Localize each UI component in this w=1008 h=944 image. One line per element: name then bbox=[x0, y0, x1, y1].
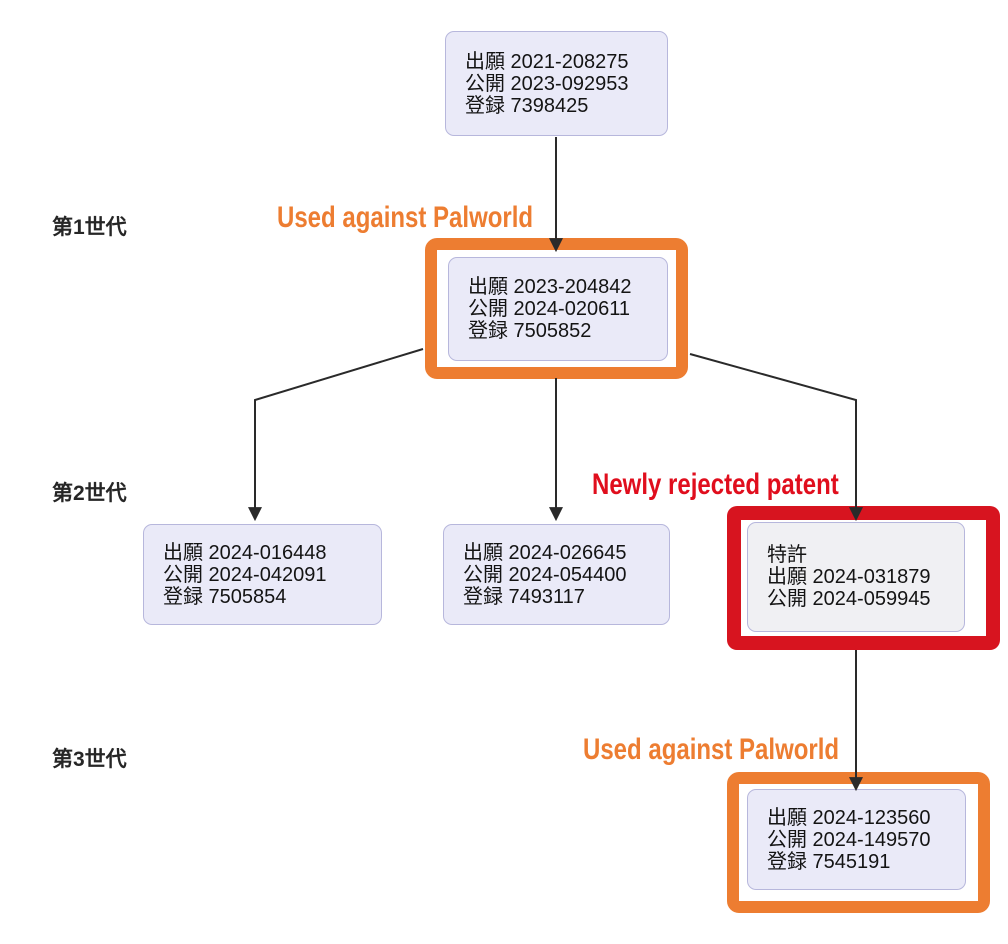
patent-node-gen2-left: 出願 2024-016448 公開 2024-042091 登録 7505854 bbox=[143, 524, 382, 625]
orange-highlight-gen1 bbox=[425, 238, 688, 379]
patent-node-root: 出願 2021-208275 公開 2023-092953 登録 7398425 bbox=[445, 31, 668, 136]
patent-line: 登録 7545191 bbox=[767, 850, 891, 873]
patent-line: 公開 2024-149570 bbox=[767, 828, 931, 851]
patent-line: 出願 2024-016448 bbox=[163, 541, 327, 564]
patent-line: 公開 2024-020611 bbox=[468, 298, 630, 320]
patent-line: 公開 2024-059945 bbox=[767, 588, 931, 610]
annotation-used-against-palworld-gen1: Used against Palworld bbox=[277, 201, 534, 234]
patent-line: 特許 bbox=[767, 544, 807, 566]
generation-label-3: 第3世代 bbox=[52, 748, 127, 771]
patent-line: 公開 2023-092953 bbox=[465, 72, 629, 95]
arrow-gen1-to-gen2-left bbox=[248, 348, 424, 522]
annotation-used-against-palworld-gen3: Used against Palworld bbox=[583, 733, 840, 766]
patent-line: 登録 7398425 bbox=[465, 94, 589, 117]
generation-label-2: 第2世代 bbox=[52, 482, 127, 505]
patent-line: 登録 7505854 bbox=[163, 585, 287, 608]
patent-line: 登録 7493117 bbox=[463, 585, 585, 608]
patent-line: 公開 2024-042091 bbox=[163, 563, 327, 586]
generation-label-1: 第1世代 bbox=[52, 216, 127, 239]
patent-line: 出願 2024-123560 bbox=[767, 806, 931, 829]
patent-line: 出願 2024-026645 bbox=[463, 541, 627, 564]
orange-highlight-gen3 bbox=[727, 772, 990, 913]
patent-line: 出願 2021-208275 bbox=[465, 50, 629, 73]
patent-node-gen1: 出願 2023-204842 公開 2024-020611 登録 7505852 bbox=[448, 257, 668, 361]
patent-line: 公開 2024-054400 bbox=[463, 563, 627, 586]
red-highlight-rejected bbox=[727, 506, 1000, 650]
patent-node-gen2-right-rejected: 特許 出願 2024-031879 公開 2024-059945 bbox=[747, 522, 965, 632]
patent-line: 登録 7505852 bbox=[468, 320, 592, 342]
patent-line: 出願 2024-031879 bbox=[767, 566, 931, 588]
patent-node-gen2-mid: 出願 2024-026645 公開 2024-054400 登録 7493117 bbox=[443, 524, 670, 625]
annotation-newly-rejected-patent: Newly rejected patent bbox=[592, 468, 839, 501]
patent-line: 出願 2023-204842 bbox=[468, 276, 632, 298]
